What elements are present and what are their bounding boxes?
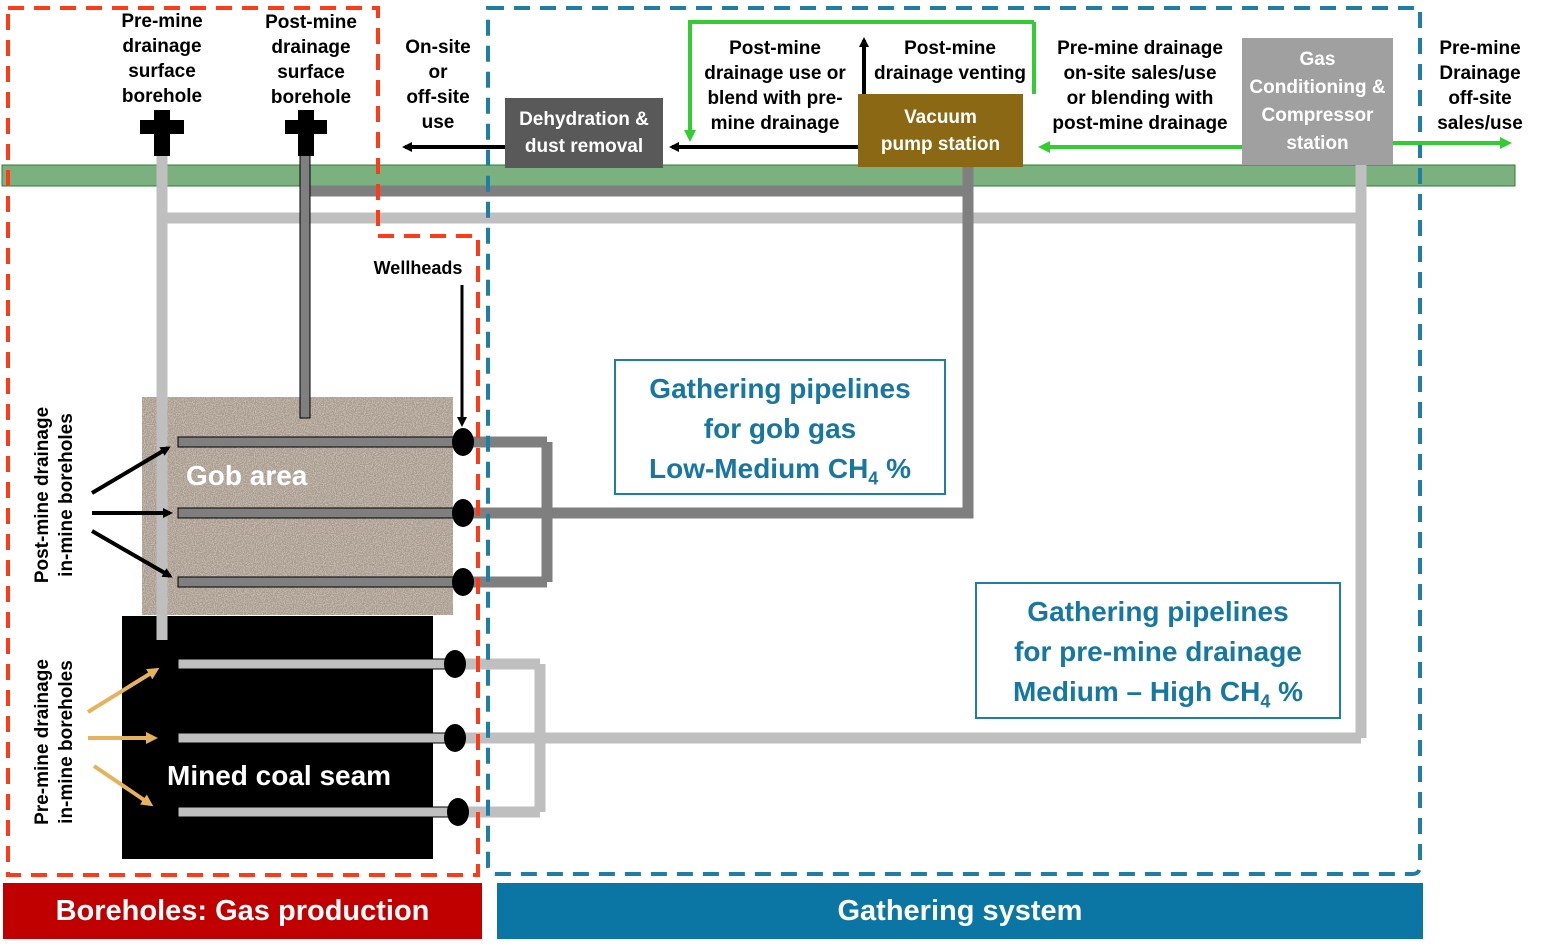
surface-borehole-cross-postmine	[285, 110, 327, 156]
gob-pipelines-line1: Gathering pipelines	[649, 373, 911, 404]
premine-ch4-percent: %	[1270, 676, 1304, 707]
gas-conditioning-box: Gas Conditioning & Compressor station	[1242, 38, 1393, 165]
footer-left-text: Boreholes: Gas production	[55, 894, 430, 927]
label-premine-onsite-sales: Pre-mine drainage on-site sales/use or b…	[1042, 36, 1238, 136]
vacuum-pump-box: Vacuum pump station	[858, 94, 1023, 167]
text-line: Post-mine	[729, 38, 821, 59]
text-line: drainage	[122, 36, 202, 57]
text-line: Post-mine	[904, 38, 996, 59]
text-line: use	[421, 112, 455, 133]
text-line: in-mine boreholes	[56, 660, 77, 824]
conditioning-line4: station	[1286, 132, 1349, 154]
text-line: borehole	[121, 86, 203, 107]
dehydration-line1: Dehydration &	[519, 109, 649, 130]
text-line: or	[428, 62, 448, 83]
gob-gas-pipelines-box: Gathering pipelines for gob gas Low-Medi…	[614, 359, 946, 495]
conditioning-line3: Compressor	[1261, 104, 1374, 126]
text-line: drainage venting	[873, 63, 1027, 84]
text-line: Pre-mine drainage	[1057, 38, 1223, 59]
text-line: off-site	[1448, 88, 1512, 109]
label-mined-coal-seam: Mined coal seam	[167, 760, 392, 791]
ground-surface	[1, 164, 1516, 187]
dehydration-box: Dehydration & dust removal	[505, 98, 663, 168]
footer-gathering-system: Gathering system	[497, 883, 1423, 939]
label-postmine-use-blend: Post-mine drainage use or blend with pre…	[697, 36, 853, 136]
text-line: borehole	[270, 87, 352, 108]
label-postmine-inmine-boreholes: Post-mine drainage in-mine boreholes	[31, 395, 83, 595]
text-line: sales/use	[1437, 113, 1523, 134]
premine-pipelines-line2: for pre-mine drainage	[1014, 636, 1302, 667]
premine-ch4-sub: 4	[1260, 691, 1271, 712]
tan-flow-arrows	[86, 667, 160, 807]
gathering-boundary	[486, 6, 1422, 876]
gob-ch4-percent: %	[878, 453, 911, 484]
premine-pipelines-box: Gathering pipelines for pre-mine drainag…	[975, 582, 1341, 719]
label-premine-surface-borehole: Pre-mine drainage surface borehole	[100, 9, 224, 109]
text-line: Pre-mine	[121, 11, 203, 32]
text-line: On-site	[405, 37, 471, 58]
dehydration-line2: dust removal	[524, 136, 644, 157]
label-wellheads: Wellheads	[373, 258, 463, 278]
wellheads	[444, 428, 474, 826]
gob-pipelines-line2: for gob gas	[703, 413, 857, 444]
text-line: Pre-mine	[1439, 38, 1521, 59]
text-line: blend with pre-	[707, 88, 843, 109]
text-line: or blending with	[1066, 88, 1214, 109]
text-line: on-site sales/use	[1063, 63, 1217, 84]
footer-boreholes-gas-production: Boreholes: Gas production	[3, 883, 482, 939]
boreholes-boundary	[6, 6, 480, 877]
text-line: off-site	[406, 87, 470, 108]
label-postmine-surface-borehole: Post-mine drainage surface borehole	[248, 10, 374, 110]
conditioning-line2: Conditioning &	[1249, 76, 1386, 98]
vacuum-line2: pump station	[880, 133, 1001, 155]
green-flow-arrows	[684, 20, 1512, 153]
text-line: post-mine drainage	[1052, 113, 1228, 134]
text-line: in-mine boreholes	[56, 413, 77, 577]
label-postmine-venting: Post-mine drainage venting	[866, 36, 1034, 86]
text-line: surface	[128, 61, 196, 82]
gob-ch4-sub: 4	[868, 468, 879, 489]
premine-pipelines-line3: Medium – High CH4 %	[977, 672, 1339, 722]
vacuum-line1: Vacuum	[904, 106, 977, 128]
text-line: drainage	[271, 37, 351, 58]
label-gob-area: Gob area	[186, 460, 308, 491]
footer-right-text: Gathering system	[837, 894, 1083, 927]
premine-ch4-text: Medium – High CH	[1012, 676, 1261, 707]
label-onsite-offsite-use: On-site or off-site use	[393, 35, 483, 135]
premine-pipelines-line1: Gathering pipelines	[1027, 596, 1289, 627]
text-line: surface	[277, 62, 345, 83]
text-line: drainage use or	[704, 63, 846, 84]
surface-borehole-cross-premine	[140, 110, 184, 156]
gob-pipelines-line3: Low-Medium CH4 %	[616, 449, 944, 499]
text-line: Post-mine	[265, 12, 357, 33]
text-line: mine drainage	[710, 113, 840, 134]
text-line: Pre-mine drainage	[32, 659, 53, 825]
text-line: Drainage	[1439, 63, 1521, 84]
gob-ch4-text: Low-Medium CH	[648, 453, 869, 484]
label-premine-inmine-boreholes: Pre-mine drainage in-mine boreholes	[31, 642, 83, 842]
conditioning-line1: Gas	[1299, 48, 1336, 70]
label-premine-offsite-sales: Pre-mine Drainage off-site sales/use	[1428, 36, 1532, 136]
text-line: Post-mine drainage	[32, 406, 53, 584]
black-flow-arrows	[90, 37, 869, 578]
